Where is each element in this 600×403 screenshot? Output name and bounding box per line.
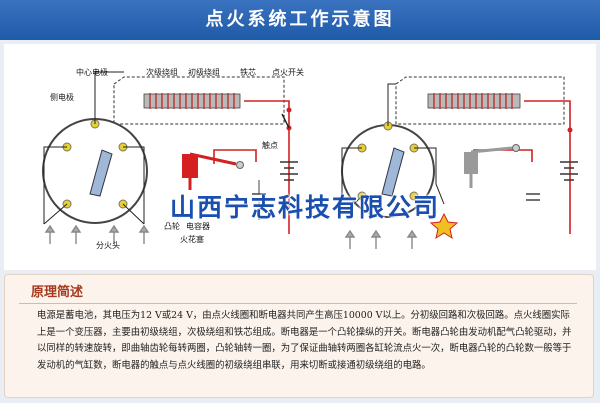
company-watermark: 山西宁志科技有限公司: [169, 193, 440, 222]
right-diagram: [341, 76, 578, 249]
label-side-electrode: 侧电极: [50, 92, 74, 102]
principle-heading: 原理简述: [31, 285, 84, 300]
spark-icon: [429, 212, 459, 240]
label-secondary-coil: 次级绕组: [146, 67, 178, 77]
diagram-panel: 中心电极 次级绕组 初级绕组 铁芯 点火开关 侧电极 触点 凸轮 电容器 火花塞…: [4, 44, 596, 270]
label-spark-plug: 火花塞: [180, 234, 204, 244]
capacitor-symbol: [252, 180, 266, 220]
principle-body: 电源是蓄电池，其电压为12 V或24 V，由点火线圈和断电器共同产生高压1000…: [37, 310, 572, 371]
ignition-switch: [281, 107, 292, 131]
heading-divider: [19, 303, 577, 304]
ignition-diagram: 中心电极 次级绕组 初级绕组 铁芯 点火开关 侧电极 触点 凸轮 电容器 火花塞…: [42, 67, 578, 250]
label-capacitor: 电容器: [186, 221, 210, 231]
ht-leads: [43, 71, 145, 225]
spark-plug-arrows: [44, 224, 150, 244]
breaker-cam: [182, 152, 244, 190]
principle-panel: 原理简述 电源是蓄电池，其电压为12 V或24 V，由点火线圈和断电器共同产生高…: [4, 274, 594, 398]
label-contact: 触点: [262, 140, 278, 150]
coil-winding: [149, 93, 235, 109]
left-diagram: 中心电极 次级绕组 初级绕组 铁芯 点火开关 侧电极 触点 凸轮 电容器 火花塞…: [42, 67, 304, 250]
label-center-electrode: 中心电极: [76, 67, 108, 77]
label-cam: 凸轮: [164, 221, 180, 231]
label-ignition-switch: 点火开关: [272, 67, 304, 77]
rotor-arm: [89, 149, 113, 197]
battery-symbol: [280, 161, 298, 181]
label-primary-coil: 初级绕组: [188, 67, 220, 77]
label-rotor: 分火头: [96, 240, 120, 250]
label-iron-core: 铁芯: [240, 67, 256, 77]
page-title: 点火系统工作示意图: [0, 0, 600, 40]
